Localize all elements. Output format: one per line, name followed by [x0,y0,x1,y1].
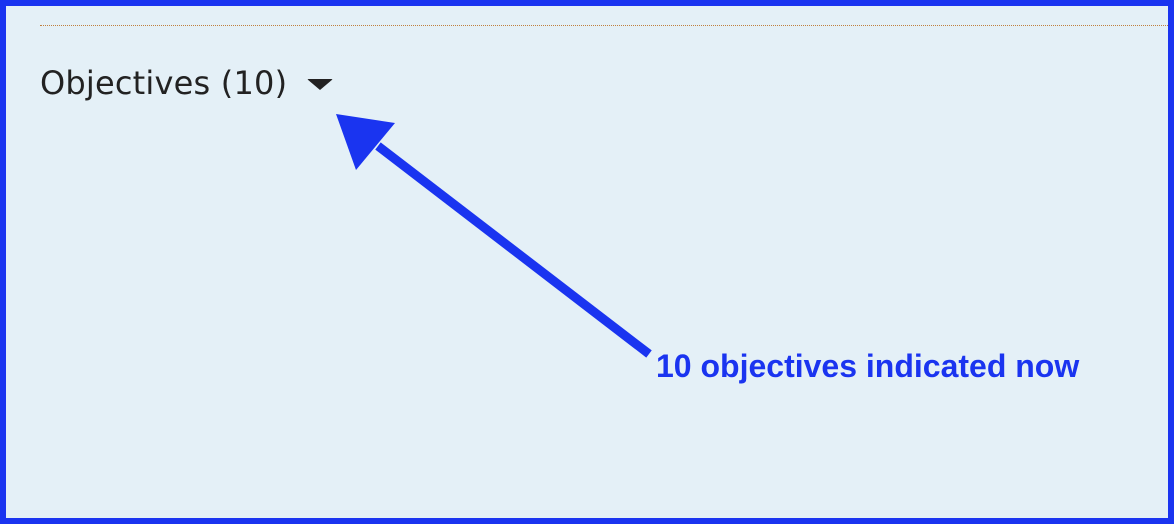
dotted-divider [40,25,1168,26]
objectives-section-toggle[interactable]: Objectives (10) [40,64,334,102]
annotation-callout-text: 10 objectives indicated now [656,348,1080,384]
annotation-arrow [336,114,652,358]
annotation-arrowhead [336,114,395,170]
caret-down-icon[interactable] [307,78,334,90]
annotation-arrow-shaft [375,142,652,358]
objectives-section-title: Objectives (10) [40,64,288,102]
